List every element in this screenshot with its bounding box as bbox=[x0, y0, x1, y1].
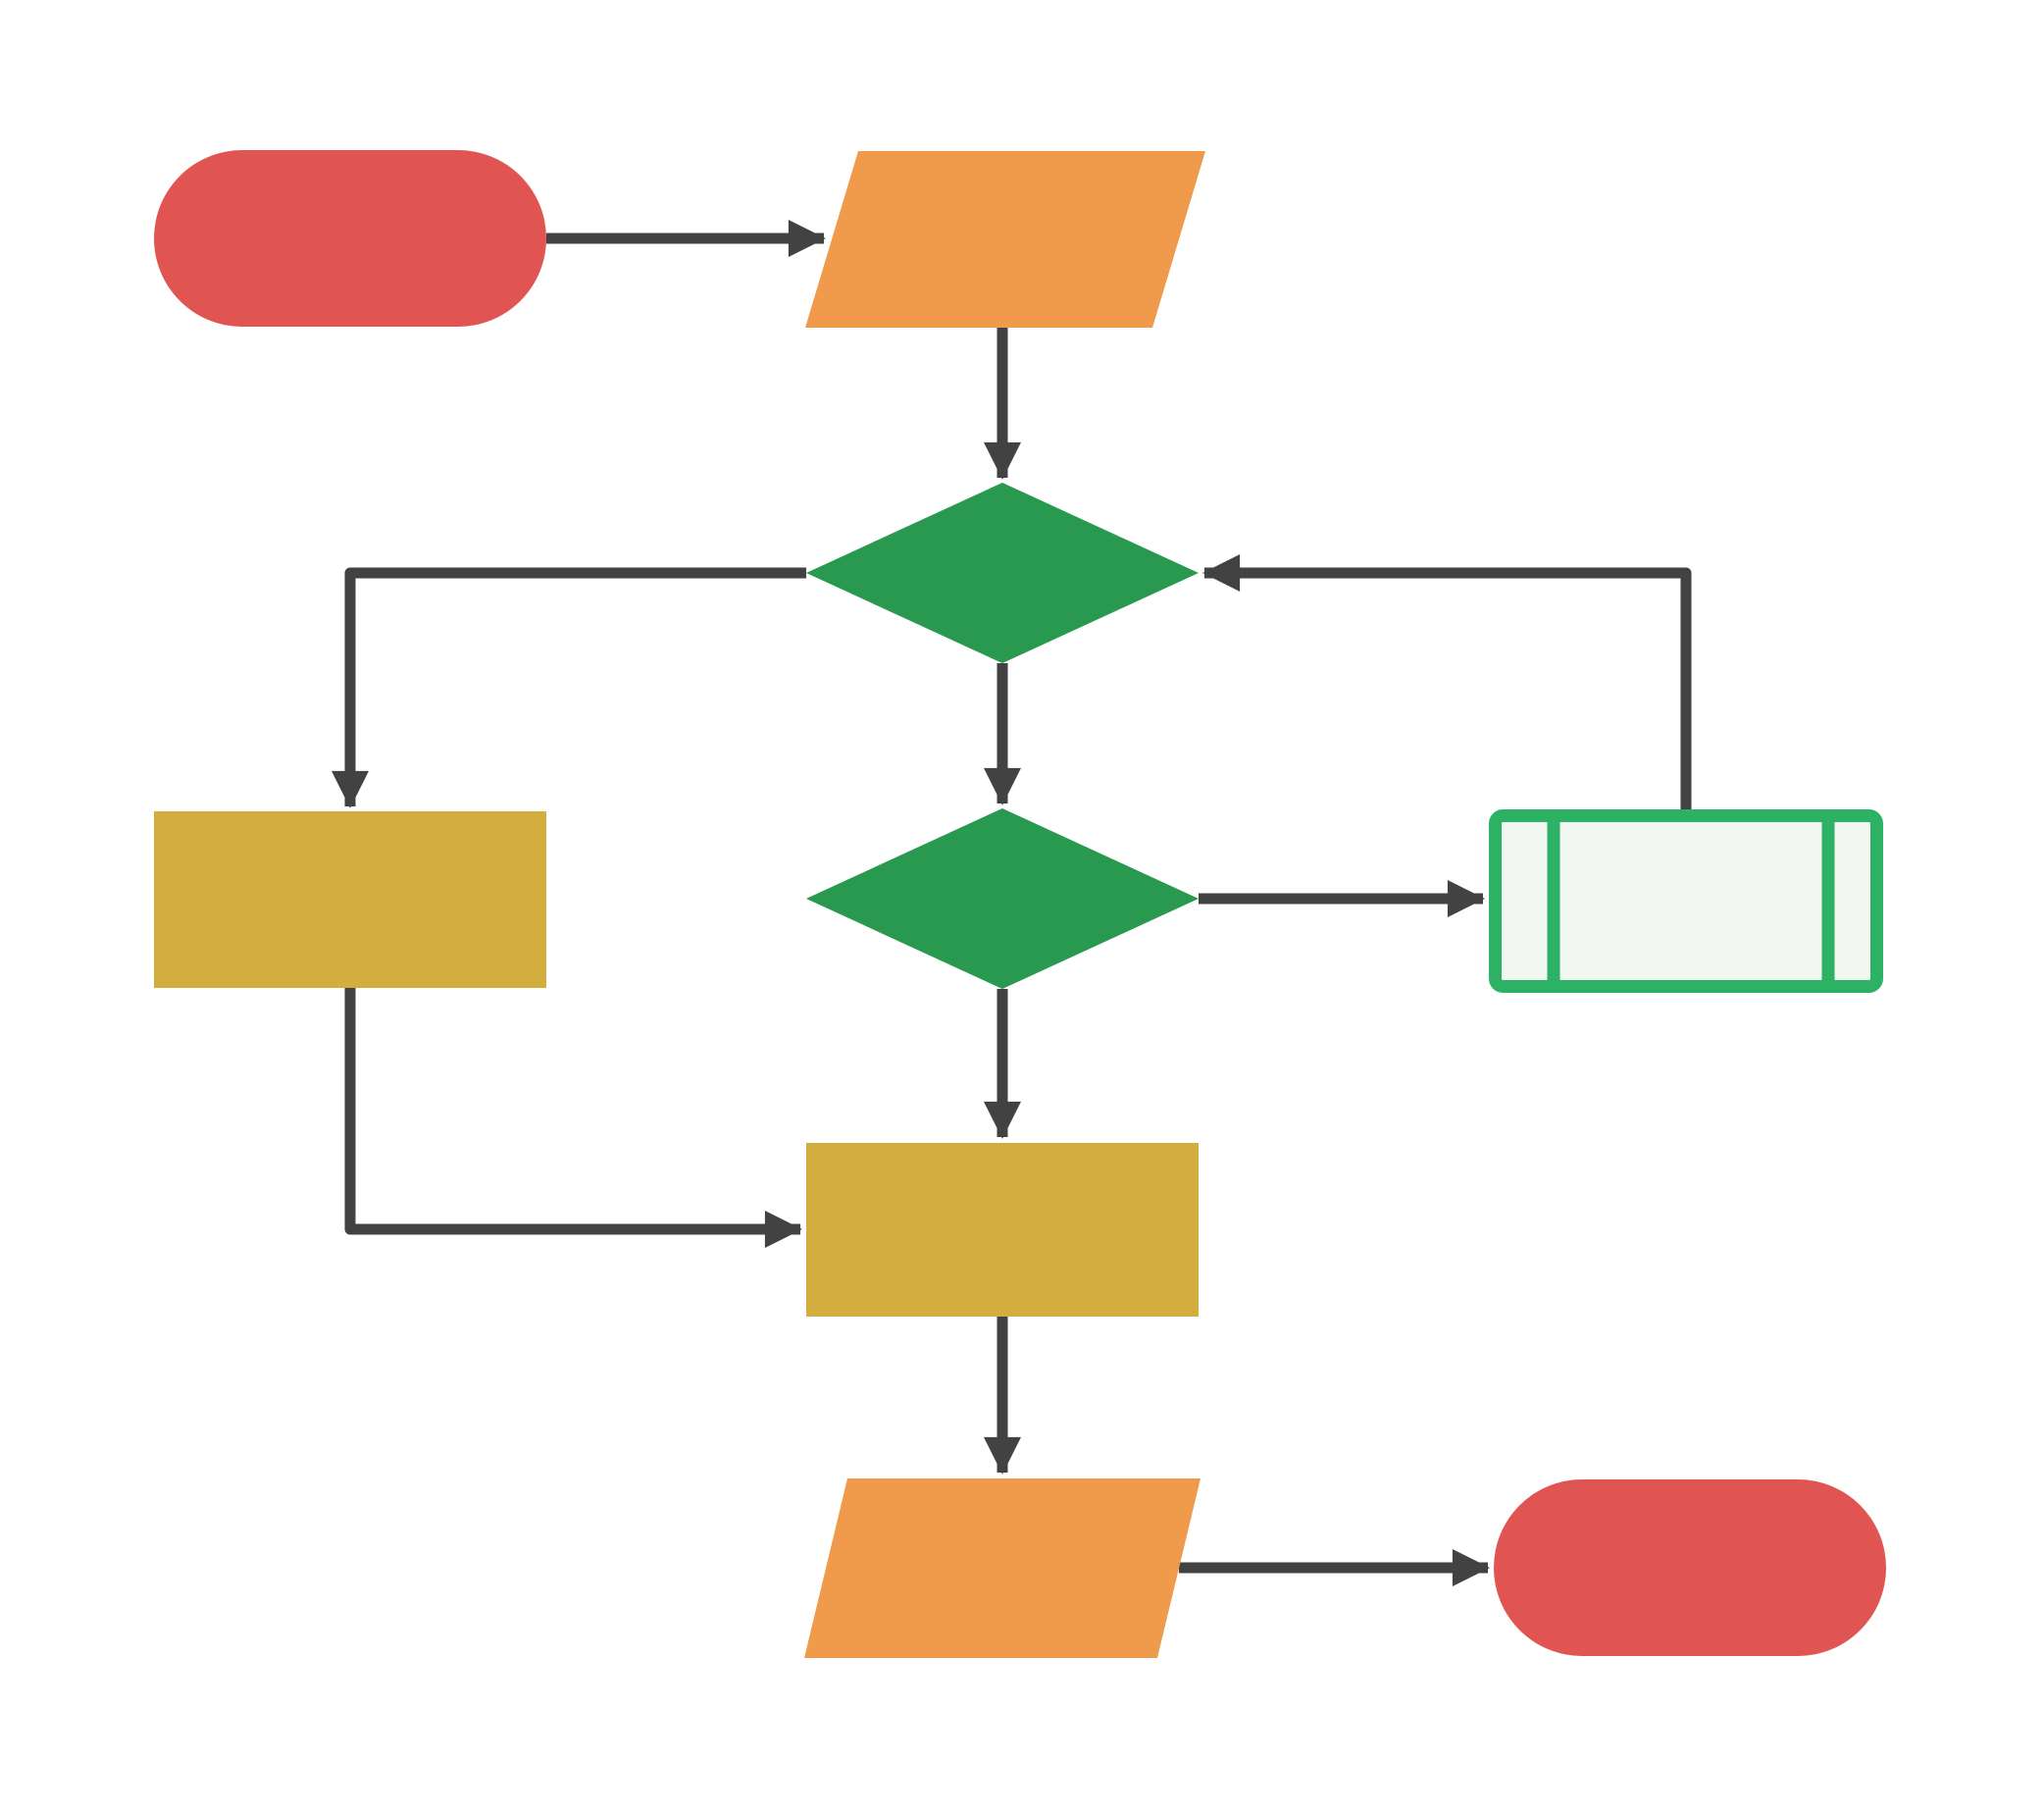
connector-decision-1-to-process-left bbox=[332, 567, 806, 808]
predefined-process-outer-frame bbox=[1489, 809, 1883, 993]
output-parallelogram-node bbox=[804, 1478, 1201, 1658]
end-terminator-node bbox=[1494, 1479, 1886, 1656]
process-left-rectangle-node bbox=[154, 811, 546, 988]
input-parallelogram-node bbox=[805, 151, 1205, 328]
node-layer bbox=[154, 150, 1886, 1658]
process-center-rectangle-node bbox=[806, 1143, 1199, 1317]
connector-process-left-to-process-center bbox=[344, 988, 802, 1248]
connector-predefined-process-to-decision-1 bbox=[1202, 554, 1692, 809]
start-terminator-node bbox=[154, 150, 546, 327]
predefined-process-node bbox=[1489, 809, 1883, 993]
decision-1-diamond-node bbox=[806, 483, 1199, 663]
decision-2-diamond-node bbox=[806, 808, 1199, 989]
edge-layer bbox=[332, 220, 1692, 1586]
